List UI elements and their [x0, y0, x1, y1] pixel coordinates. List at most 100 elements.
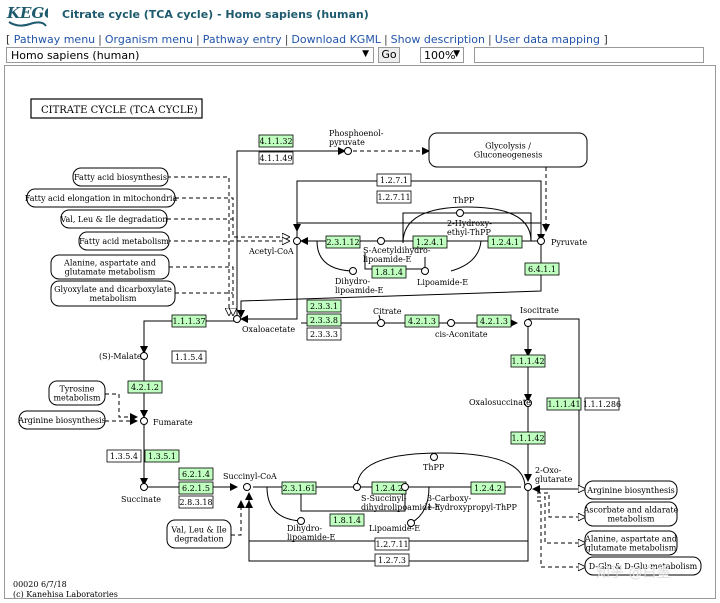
enzyme-box[interactable]: 4.1.1.49 [258, 151, 294, 165]
pathway-map-link[interactable]: Arginine biosynthesis [584, 480, 678, 500]
user-data-mapping-link[interactable]: User data mapping [494, 33, 600, 46]
pathway-map-link[interactable]: Glycolysis /Gluconeogenesis [428, 132, 588, 168]
compound-node[interactable] [349, 267, 357, 275]
enzyme-box[interactable]: 6.2.1.4 [178, 467, 214, 481]
pathway-map-link[interactable]: Val, Leu & Ile degradation [59, 209, 168, 229]
enzyme-box[interactable]: 2.3.1.61 [281, 481, 317, 495]
compound-node[interactable] [524, 399, 532, 407]
compound-node[interactable] [233, 315, 241, 323]
compound-node[interactable] [140, 352, 148, 360]
pathway-entry-link[interactable]: Pathway entry [202, 33, 282, 46]
enzyme-box[interactable]: 1.3.5.4 [106, 449, 142, 463]
enzyme-box[interactable]: 1.1.5.4 [171, 350, 207, 364]
compound-label: Isocitrate [520, 306, 559, 315]
map-link [537, 492, 585, 517]
compound-node[interactable] [140, 483, 148, 491]
search-input[interactable] [474, 47, 704, 63]
enzyme-box[interactable]: 1.3.5.1 [144, 449, 180, 463]
compound-node[interactable] [401, 483, 409, 491]
enzyme-label: 1.8.1.4 [333, 516, 361, 525]
enzyme-label: 1.1.1.37 [172, 317, 205, 326]
pathway-map-link[interactable]: D-Gln & D-Glu metabolism [584, 556, 702, 576]
enzyme-label: 1.2.4.1 [416, 238, 444, 247]
enzyme-box[interactable]: 1.8.1.4 [329, 513, 365, 527]
download-kgml-link[interactable]: Download KGML [291, 33, 381, 46]
enzyme-box[interactable]: 1.2.7.11 [374, 537, 410, 551]
kegg-logo[interactable]: KEGG [6, 4, 48, 30]
enzyme-box[interactable]: 1.2.7.11 [376, 190, 412, 204]
compound-label: lipoamide-E [335, 286, 384, 295]
compound-node[interactable] [140, 417, 148, 425]
organism-select[interactable]: Homo sapiens (human) ▼ [6, 47, 374, 63]
enzyme-box[interactable]: 1.2.4.2 [371, 481, 407, 495]
compound-node[interactable] [524, 483, 532, 491]
pathway-map-frame: CITRATE CYCLE (TCA CYCLE)Glycolysis /Glu… [4, 65, 716, 599]
enzyme-box[interactable]: 6.4.1.1 [524, 262, 560, 276]
enzyme-box[interactable]: 1.1.1.42 [510, 354, 546, 368]
enzyme-box[interactable]: 1.1.1.286 [583, 397, 621, 411]
map-label: Ascorbate and aldarate [583, 506, 679, 515]
enzyme-box[interactable]: 4.1.1.32 [258, 134, 294, 148]
compound-node[interactable] [447, 319, 455, 327]
map-label: Fatty acid elongation in mitochondria [25, 194, 178, 203]
compound-node[interactable] [243, 483, 251, 491]
enzyme-box[interactable]: 2.3.1.12 [325, 235, 361, 249]
compound-node[interactable] [377, 319, 385, 327]
compound-label: Oxalosuccinate [469, 398, 531, 407]
enzyme-box[interactable]: 1.2.7.1 [376, 173, 412, 187]
pathway-map-link[interactable]: Fatty acid metabolism [78, 231, 170, 251]
enzyme-box[interactable]: 6.2.1.5 [178, 481, 214, 495]
menu-separator: | [488, 33, 492, 46]
enzyme-box[interactable]: 1.8.1.4 [371, 265, 407, 279]
go-button[interactable]: Go [378, 47, 400, 63]
enzyme-box[interactable]: 4.2.1.3 [404, 314, 440, 328]
pathway-map-link[interactable]: Arginine biosynthesis [17, 410, 106, 430]
show-description-link[interactable]: Show description [390, 33, 485, 46]
compound-node[interactable] [293, 237, 301, 245]
pathway-map-link[interactable]: Fatty acid biosynthesis [72, 167, 169, 187]
map-label: metabolism [607, 515, 654, 524]
compound-node[interactable] [353, 483, 361, 491]
enzyme-box[interactable]: 2.3.3.8 [306, 313, 342, 327]
zoom-select[interactable]: 100% ▼ [420, 47, 464, 63]
enzyme-box[interactable]: 1.2.4.1 [412, 235, 448, 249]
compound-node[interactable] [407, 519, 415, 527]
compound-label: ThPP [423, 463, 445, 472]
compound-node[interactable] [421, 267, 429, 275]
enzyme-box[interactable]: 2.8.3.18 [178, 495, 214, 509]
pathway-map-link[interactable]: Fatty acid elongation in mitochondria [25, 188, 178, 208]
enzyme-box[interactable]: 4.2.1.2 [127, 380, 163, 394]
enzyme-box[interactable]: 1.1.1.37 [171, 314, 207, 328]
compound-label: Lipoamide-E [369, 524, 420, 533]
compound-label: Citrate [373, 307, 402, 316]
compound-node[interactable] [430, 453, 438, 461]
enzyme-box[interactable]: 2.3.3.1 [306, 299, 342, 313]
compound-node[interactable] [344, 147, 352, 155]
compound-label: Succinate [121, 495, 161, 504]
compound-node[interactable] [524, 319, 532, 327]
compound-node[interactable] [377, 237, 385, 245]
compound-node[interactable] [537, 237, 545, 245]
enzyme-box[interactable]: 4.2.1.3 [476, 314, 512, 328]
enzyme-label: 1.1.1.41 [547, 400, 580, 409]
compound-node[interactable] [456, 209, 464, 217]
lipoamide-loop-bottom [266, 486, 302, 522]
compound-label: pyruvate [329, 138, 365, 147]
enzyme-box[interactable]: 1.1.1.41 [546, 397, 582, 411]
map-label: D-Gln & D-Glu metabolism [589, 562, 698, 571]
organism-menu-link[interactable]: Organism menu [104, 33, 193, 46]
reaction-line [236, 147, 346, 318]
compound-node[interactable] [297, 517, 305, 525]
enzyme-box[interactable]: 1.2.4.1 [487, 235, 523, 249]
enzyme-box[interactable]: 1.1.1.42 [510, 431, 546, 445]
enzyme-box[interactable]: 2.3.3.3 [306, 327, 342, 341]
enzyme-box[interactable]: 1.2.4.2 [470, 481, 506, 495]
pathway-menu-link[interactable]: Pathway menu [13, 33, 96, 46]
enzyme-box[interactable]: 1.2.7.3 [374, 553, 410, 567]
